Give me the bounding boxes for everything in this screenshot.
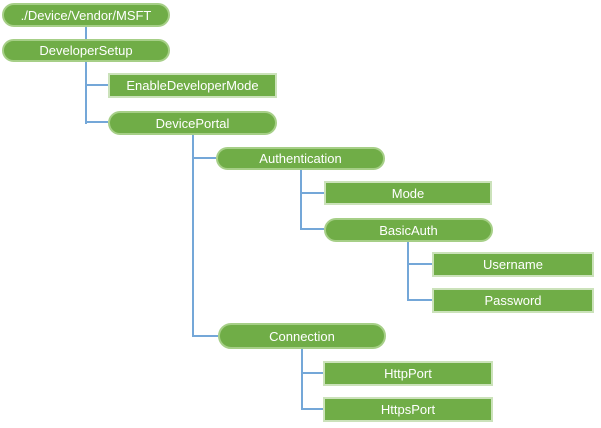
connector-line	[300, 169, 302, 230]
connector-line	[192, 134, 194, 337]
tree-node-username: Username	[432, 252, 594, 277]
tree-node-developer-setup: DeveloperSetup	[2, 39, 170, 62]
tree-node-https-port: HttpsPort	[323, 397, 493, 422]
connector-line	[301, 348, 303, 410]
tree-node-mode: Mode	[324, 181, 492, 205]
tree-node-basic-auth: BasicAuth	[324, 218, 493, 242]
tree-node-http-port: HttpPort	[323, 361, 493, 386]
connector-line	[85, 27, 87, 40]
tree-node-password: Password	[432, 288, 594, 313]
connector-line	[192, 157, 216, 159]
connector-line	[407, 263, 432, 265]
connector-line	[407, 299, 432, 301]
connector-line	[300, 192, 324, 194]
connector-line	[301, 408, 323, 410]
tree-node-enable-developer-mode: EnableDeveloperMode	[108, 73, 277, 98]
connector-line	[301, 372, 323, 374]
connector-line	[85, 61, 87, 124]
tree-node-authentication: Authentication	[216, 147, 385, 170]
connector-line	[300, 228, 324, 230]
connector-line	[192, 335, 218, 337]
connector-line	[85, 84, 108, 86]
tree-node-root: ./Device/Vendor/MSFT	[2, 3, 170, 27]
connector-line	[407, 241, 409, 301]
connector-line	[85, 121, 108, 123]
tree-node-connection: Connection	[218, 323, 386, 349]
tree-node-device-portal: DevicePortal	[108, 111, 277, 135]
